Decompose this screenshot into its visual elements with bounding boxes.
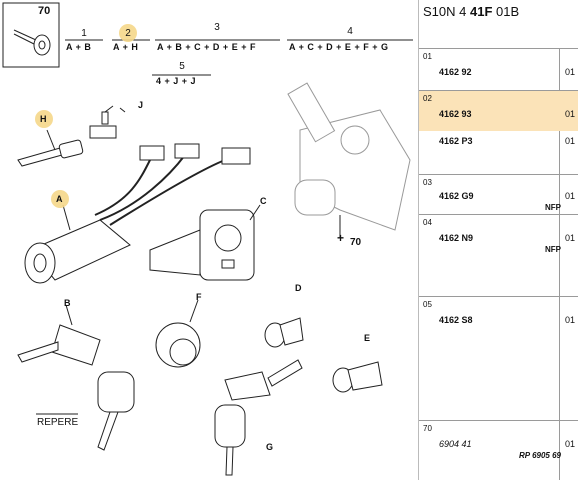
key-g-icon (214, 359, 303, 476)
group-5-equation: 4 + J + J (156, 76, 197, 86)
row-group: 02 (423, 94, 432, 103)
key-repere-icon (97, 371, 135, 451)
row-qty: 01 (564, 67, 575, 77)
svg-text:+: + (337, 231, 344, 245)
label-b: B (64, 298, 71, 308)
row-note: NFP (545, 245, 561, 254)
parts-row[interactable]: 05 4162 S8 01 (419, 296, 578, 421)
row-note: NFP (545, 203, 561, 212)
panel-title-prefix: S10N 4 (423, 4, 467, 19)
parts-row[interactable]: 04 4162 N9 01 NFP (419, 214, 578, 297)
row-ref: 4162 92 (439, 67, 472, 77)
key-blank-h-icon (17, 139, 84, 167)
ignition-lock-a-icon (24, 219, 131, 284)
label-d: D (295, 283, 302, 293)
row-note: RP 6905 69 (519, 451, 561, 460)
exploded-parts-diagram: + (2, 2, 413, 476)
row-group: 04 (423, 218, 432, 227)
parts-row-selected[interactable]: 02 4162 93 01 (419, 90, 578, 131)
group-3-equation: A + B + C + D + E + F (157, 42, 256, 52)
parts-row[interactable]: 70 6904 41 01 RP 6905 69 (419, 420, 578, 481)
group-2-equation: A + H (113, 42, 139, 52)
row-qty: 01 (564, 439, 575, 449)
door-lock-d-icon (264, 317, 304, 348)
parts-row[interactable]: 01 4162 92 01 (419, 48, 578, 91)
wiring-harness-icon (94, 154, 226, 226)
group-2-highlight (119, 24, 137, 42)
parts-row[interactable]: 4162 P3 01 (419, 130, 578, 174)
group-3-number: 3 (214, 22, 220, 33)
group-2-number: 2 (125, 28, 131, 39)
group-1-number: 1 (81, 28, 87, 39)
panel-column-divider (559, 48, 560, 480)
group-4-equation: A + C + D + E + F + G (289, 42, 389, 52)
part-70-box (2, 2, 60, 68)
row-ref: 4162 G9 (439, 191, 474, 201)
row-qty: 01 (564, 191, 575, 201)
panel-title-bold: 41F (470, 4, 493, 19)
label-e: E (364, 333, 371, 343)
door-lock-e-icon (332, 361, 383, 393)
connector-j-icon (89, 105, 126, 139)
box-ref-label: 70 (38, 5, 51, 17)
screw-70-icon (13, 29, 51, 56)
row-qty: 01 (564, 136, 575, 146)
row-ref: 4162 N9 (439, 233, 474, 243)
row-ref: 4162 P3 (439, 136, 473, 146)
row-ref: 4162 93 (439, 109, 472, 119)
group-4-number: 4 (347, 26, 353, 37)
panel-title-suffix: 01B (496, 4, 520, 19)
label-h: H (40, 114, 47, 124)
group-5-number: 5 (179, 61, 185, 72)
label-f: F (196, 292, 202, 302)
row-ref: 4162 S8 (439, 315, 473, 325)
fuel-cap-lock-f-icon (155, 322, 201, 368)
label-a-highlight (51, 190, 69, 208)
label-a: A (56, 194, 63, 204)
row-qty: 01 (564, 109, 575, 119)
parts-row[interactable]: 03 4162 G9 01 NFP (419, 174, 578, 215)
row-group: 70 (423, 424, 432, 433)
diagram-drawing: + (2, 2, 413, 476)
parts-reference-panel: S10N 4 41F 01B 01 4162 92 01 02 4162 93 … (418, 0, 578, 480)
group-1-equation: A + B (66, 42, 92, 52)
row-group: 05 (423, 300, 432, 309)
row-qty: 01 (564, 233, 575, 243)
label-j: J (138, 100, 144, 110)
label-c: C (260, 196, 267, 206)
key-b-icon (17, 324, 101, 366)
steering-column-icon (287, 82, 411, 231)
row-group: 03 (423, 178, 432, 187)
row-group: 01 (423, 52, 432, 61)
label-g: G (266, 442, 274, 452)
panel-title: S10N 4 41F 01B (423, 4, 519, 19)
row-ref: 6904 41 (439, 439, 472, 449)
label-70: 70 (350, 237, 362, 248)
label-h-highlight (35, 110, 53, 128)
label-repere: REPERE (37, 417, 79, 428)
row-qty: 01 (564, 315, 575, 325)
antitheft-c-icon (149, 209, 255, 281)
